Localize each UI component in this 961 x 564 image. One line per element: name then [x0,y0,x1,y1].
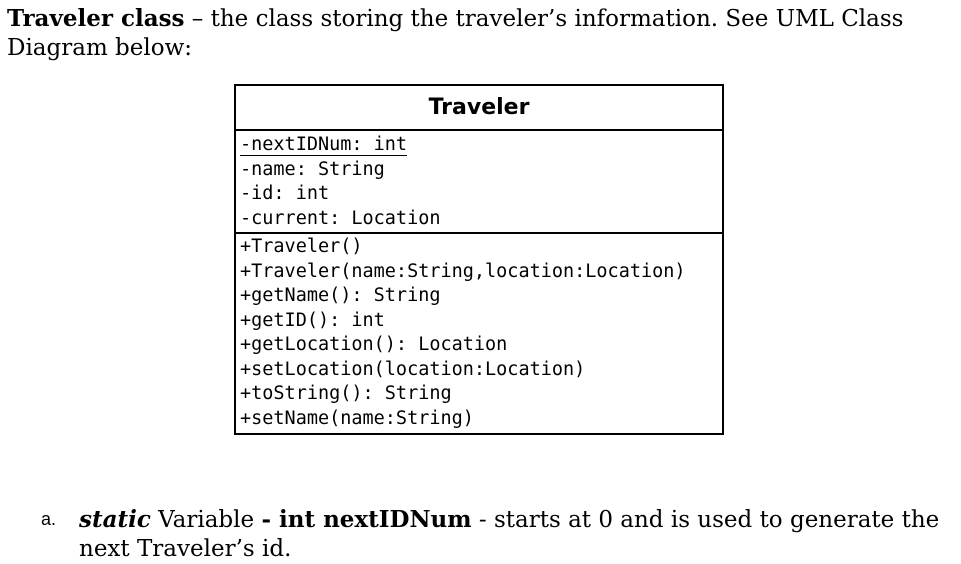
list-letter: a. [41,509,57,529]
list-item-text: static Variable - int nextIDNum - starts… [79,505,954,564]
operation-row: +Traveler(name:String,location:Location) [240,260,686,282]
intro-paragraph: Traveler class – the class storing the t… [7,4,947,63]
static-keyword: static [79,506,151,533]
variable-description: - starts at 0 and is used to generate th… [79,507,940,562]
variable-declaration: - int nextIDNum [261,506,472,533]
operation-row: +getLocation(): Location [240,334,508,355]
attribute-row: -name: String [240,158,385,180]
uml-operations-section: +Traveler() +Traveler(name:String,locati… [236,234,722,431]
operation-row: +getName(): String [240,285,441,306]
uml-attributes-section: -nextIDNum: int -name: String -id: int -… [236,131,722,234]
uml-class-name: Traveler [236,86,722,131]
intro-text: – the class storing the traveler’s infor… [7,6,904,61]
uml-class-diagram: Traveler -nextIDNum: int -name: String -… [234,84,724,435]
operation-row: +toString(): String [240,383,452,404]
static-attribute: -nextIDNum: int [240,134,408,156]
operation-row: +setLocation(location:Location) [240,358,586,380]
attribute-row: -current: Location [240,207,441,229]
operation-row: +setName(name:String) [240,407,474,429]
operation-row: +getID(): int [240,309,385,331]
attribute-row: -nextIDNum: int [236,133,722,158]
class-heading: Traveler class [7,5,185,32]
variable-word: Variable [150,507,262,533]
attribute-row: -id: int [240,183,330,204]
operation-row: +Traveler() [240,236,363,257]
